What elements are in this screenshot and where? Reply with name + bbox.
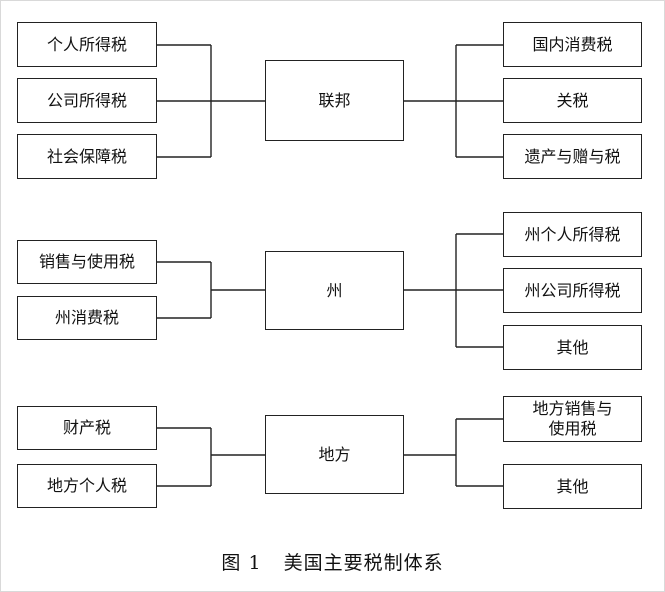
federal-left-item-1: 个人所得税 [17,22,157,67]
federal-left-item-2: 公司所得税 [17,78,157,123]
state-right-item-2: 州公司所得税 [503,268,642,313]
local-right-item-1: 地方销售与 使用税 [503,396,642,442]
state-right-item-1: 州个人所得税 [503,212,642,257]
figure-caption: 图 1 美国主要税制体系 [0,548,665,575]
federal-right-item-2: 关税 [503,78,642,123]
federal-right-item-3: 遗产与赠与税 [503,134,642,179]
local-center-node: 地方 [265,415,404,494]
state-left-item-2: 州消费税 [17,296,157,340]
federal-right-item-1: 国内消费税 [503,22,642,67]
state-center-node: 州 [265,251,404,330]
local-left-item-1: 财产税 [17,406,157,450]
state-right-item-3: 其他 [503,325,642,370]
figure-title: 美国主要税制体系 [283,552,444,574]
federal-left-item-3: 社会保障税 [17,134,157,179]
local-left-item-2: 地方个人税 [17,464,157,508]
federal-center-node: 联邦 [265,60,404,141]
state-left-item-1: 销售与使用税 [17,240,157,284]
local-right-item-2: 其他 [503,464,642,509]
figure-number: 图 1 [221,552,262,574]
